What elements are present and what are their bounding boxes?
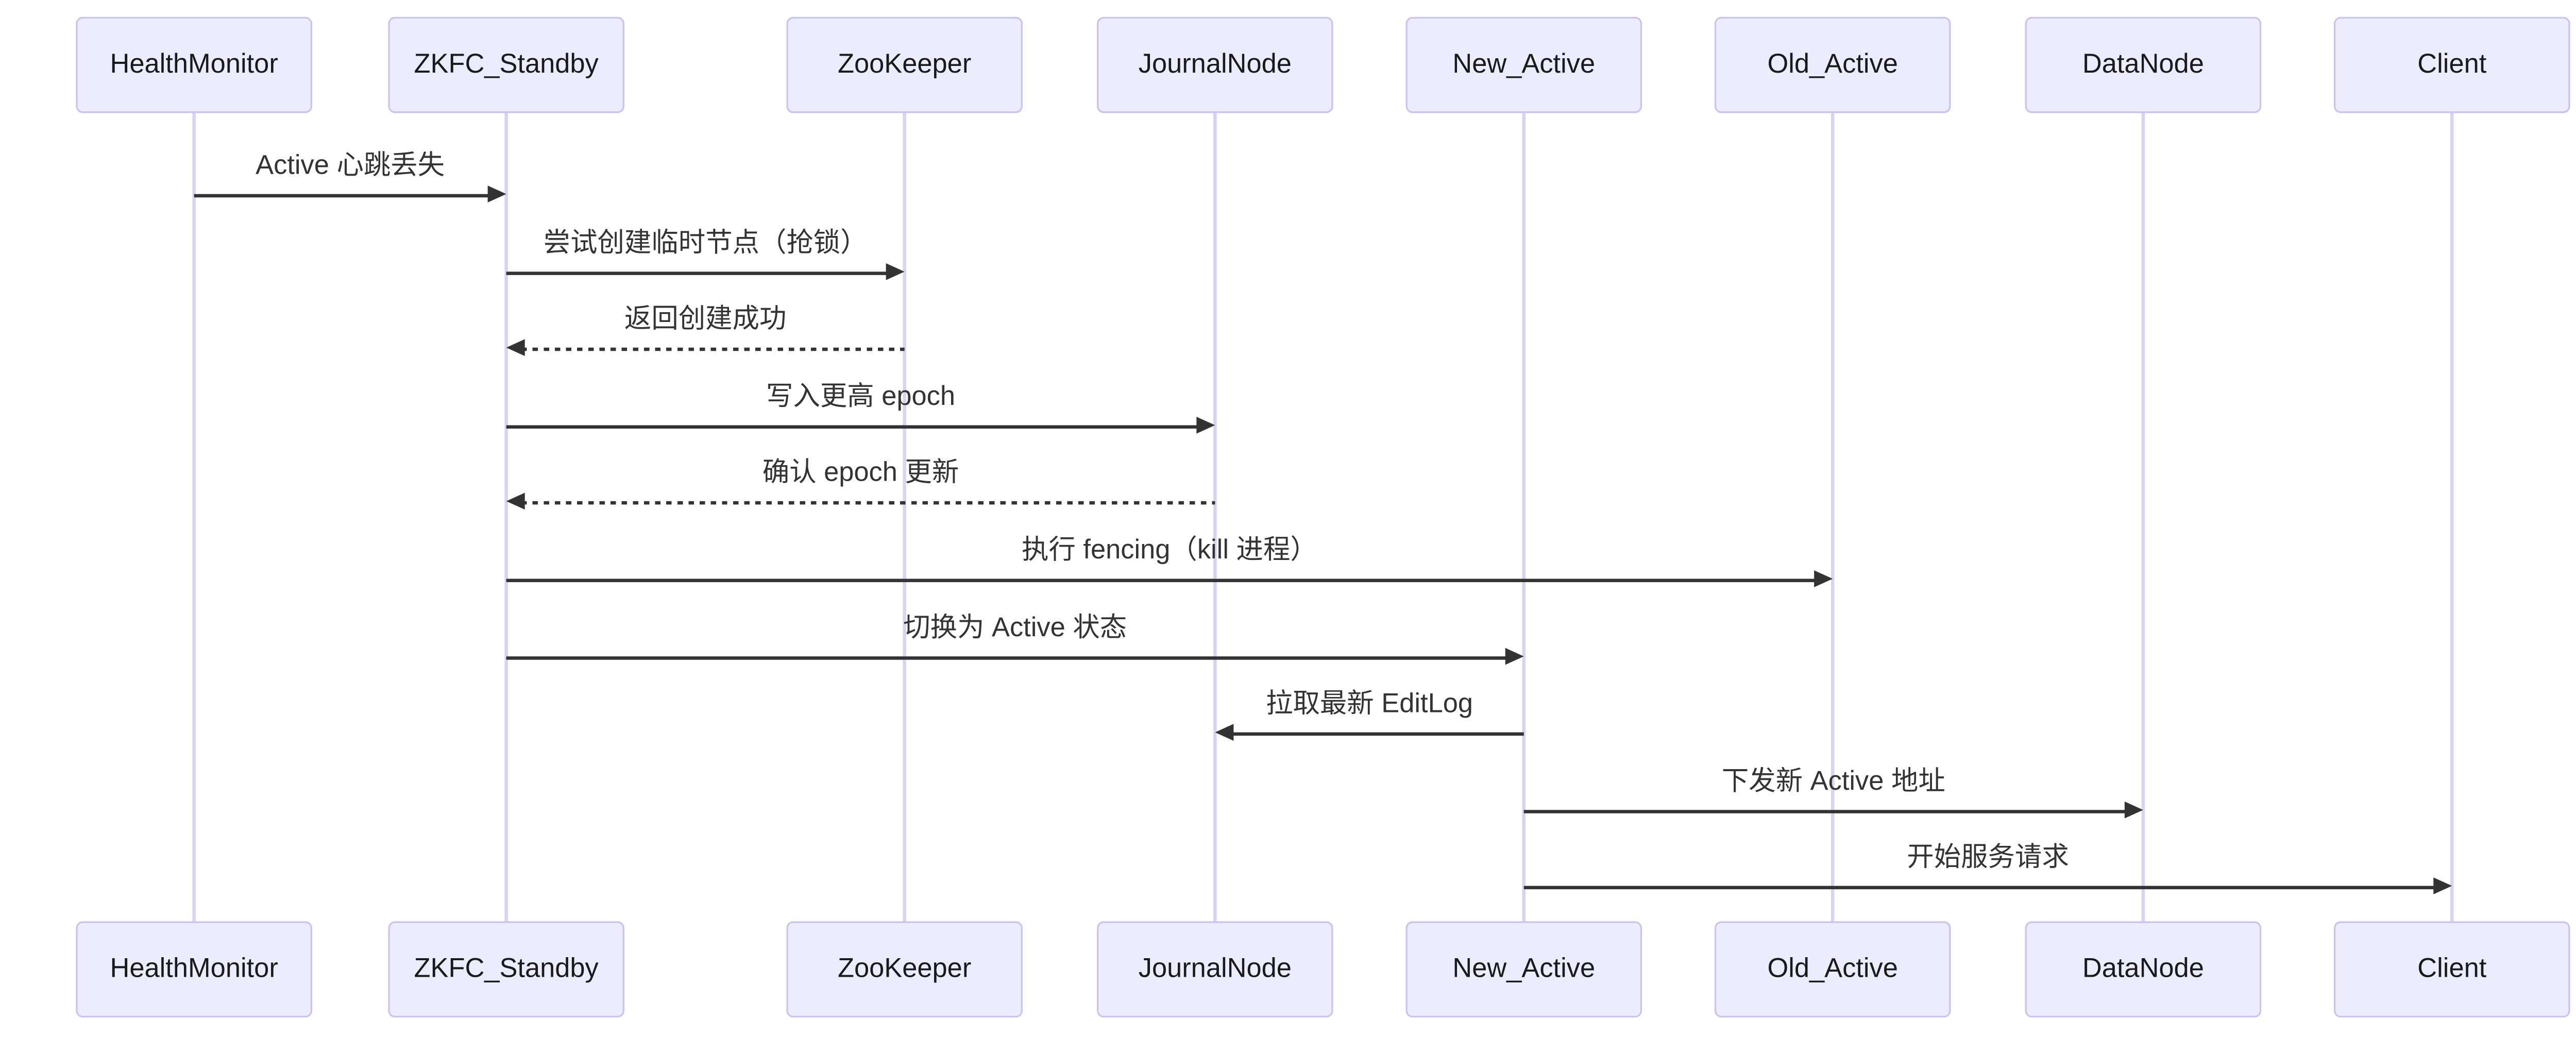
participant-label: Client	[2417, 49, 2487, 79]
participant-label: New_Active	[1452, 954, 1596, 983]
message-line	[506, 271, 890, 275]
participant-label: JournalNode	[1138, 954, 1292, 983]
participant-box-top-new_active: New_Active	[1405, 16, 1642, 113]
message-label: 切换为 Active 状态	[903, 614, 1127, 643]
message-line	[1523, 810, 2128, 813]
message-line	[506, 579, 1818, 582]
participant-label: JournalNode	[1138, 49, 1292, 79]
message-line	[506, 656, 1509, 659]
message-label: 尝试创建临时节点（抢锁）	[543, 229, 868, 259]
participant-box-bottom-zookeeper: ZooKeeper	[786, 921, 1023, 1018]
participant-box-top-healthmonitor: HealthMonitor	[76, 16, 312, 113]
message-label: 拉取最新 EditLog	[1266, 690, 1473, 719]
message-line	[506, 425, 1200, 428]
message-line	[521, 501, 1215, 504]
arrowhead-right-icon	[2124, 802, 2143, 819]
participant-label: HealthMonitor	[110, 49, 278, 79]
lifeline-healthmonitor	[192, 113, 196, 922]
message-label: Active 心跳丢失	[256, 151, 445, 181]
participant-box-bottom-datanode: DataNode	[2025, 921, 2262, 1018]
participant-label: DataNode	[2082, 49, 2204, 79]
lifeline-datanode	[2141, 113, 2145, 922]
participant-box-top-old_active: Old_Active	[1714, 16, 1951, 113]
arrowhead-left-icon	[506, 493, 525, 511]
message-line	[521, 347, 905, 351]
participant-label: ZKFC_Standby	[414, 954, 599, 983]
participant-box-bottom-client: Client	[2334, 921, 2570, 1018]
message-line	[1230, 732, 1524, 736]
arrowhead-right-icon	[1814, 571, 1833, 588]
participant-label: ZKFC_Standby	[414, 49, 599, 79]
participant-label: DataNode	[2082, 954, 2204, 983]
arrowhead-right-icon	[1196, 417, 1215, 434]
message-label: 返回创建成功	[624, 305, 787, 334]
lifeline-old_active	[1831, 113, 1835, 922]
participant-box-top-zkfc_standby: ZKFC_Standby	[388, 16, 624, 113]
participant-box-top-zookeeper: ZooKeeper	[786, 16, 1023, 113]
participant-label: ZooKeeper	[837, 954, 972, 983]
message-label: 下发新 Active 地址	[1721, 768, 1945, 797]
participant-label: Old_Active	[1767, 49, 1898, 79]
arrowhead-left-icon	[506, 339, 525, 357]
lifeline-client	[2450, 113, 2454, 922]
arrowhead-right-icon	[487, 186, 506, 203]
participant-label: Client	[2417, 954, 2487, 983]
participant-box-bottom-zkfc_standby: ZKFC_Standby	[388, 921, 624, 1018]
participant-box-top-datanode: DataNode	[2025, 16, 2262, 113]
message-label: 执行 fencing（kill 进程）	[1022, 536, 1317, 566]
message-line	[1523, 886, 2437, 889]
lifeline-zookeeper	[903, 113, 906, 922]
lifeline-new_active	[1522, 113, 1526, 922]
participant-box-bottom-new_active: New_Active	[1405, 921, 1642, 1018]
participant-box-bottom-journalnode: JournalNode	[1097, 921, 1333, 1018]
message-label: 开始服务请求	[1907, 843, 2069, 873]
message-label: 写入更高 epoch	[766, 383, 956, 412]
arrowhead-left-icon	[1215, 724, 1234, 742]
participant-box-bottom-healthmonitor: HealthMonitor	[76, 921, 312, 1018]
lifeline-journalnode	[1213, 113, 1217, 922]
arrowhead-right-icon	[886, 264, 905, 281]
message-label: 确认 epoch 更新	[762, 458, 959, 488]
participant-label: HealthMonitor	[110, 954, 278, 983]
arrowhead-right-icon	[2433, 878, 2452, 895]
lifeline-zkfc_standby	[504, 113, 508, 922]
participant-label: New_Active	[1452, 49, 1596, 79]
participant-label: Old_Active	[1767, 954, 1898, 983]
participant-box-top-client: Client	[2334, 16, 2570, 113]
arrowhead-right-icon	[1505, 648, 1524, 666]
participant-box-top-journalnode: JournalNode	[1097, 16, 1333, 113]
message-line	[194, 194, 492, 197]
participant-box-bottom-old_active: Old_Active	[1714, 921, 1951, 1018]
participant-label: ZooKeeper	[837, 49, 972, 79]
